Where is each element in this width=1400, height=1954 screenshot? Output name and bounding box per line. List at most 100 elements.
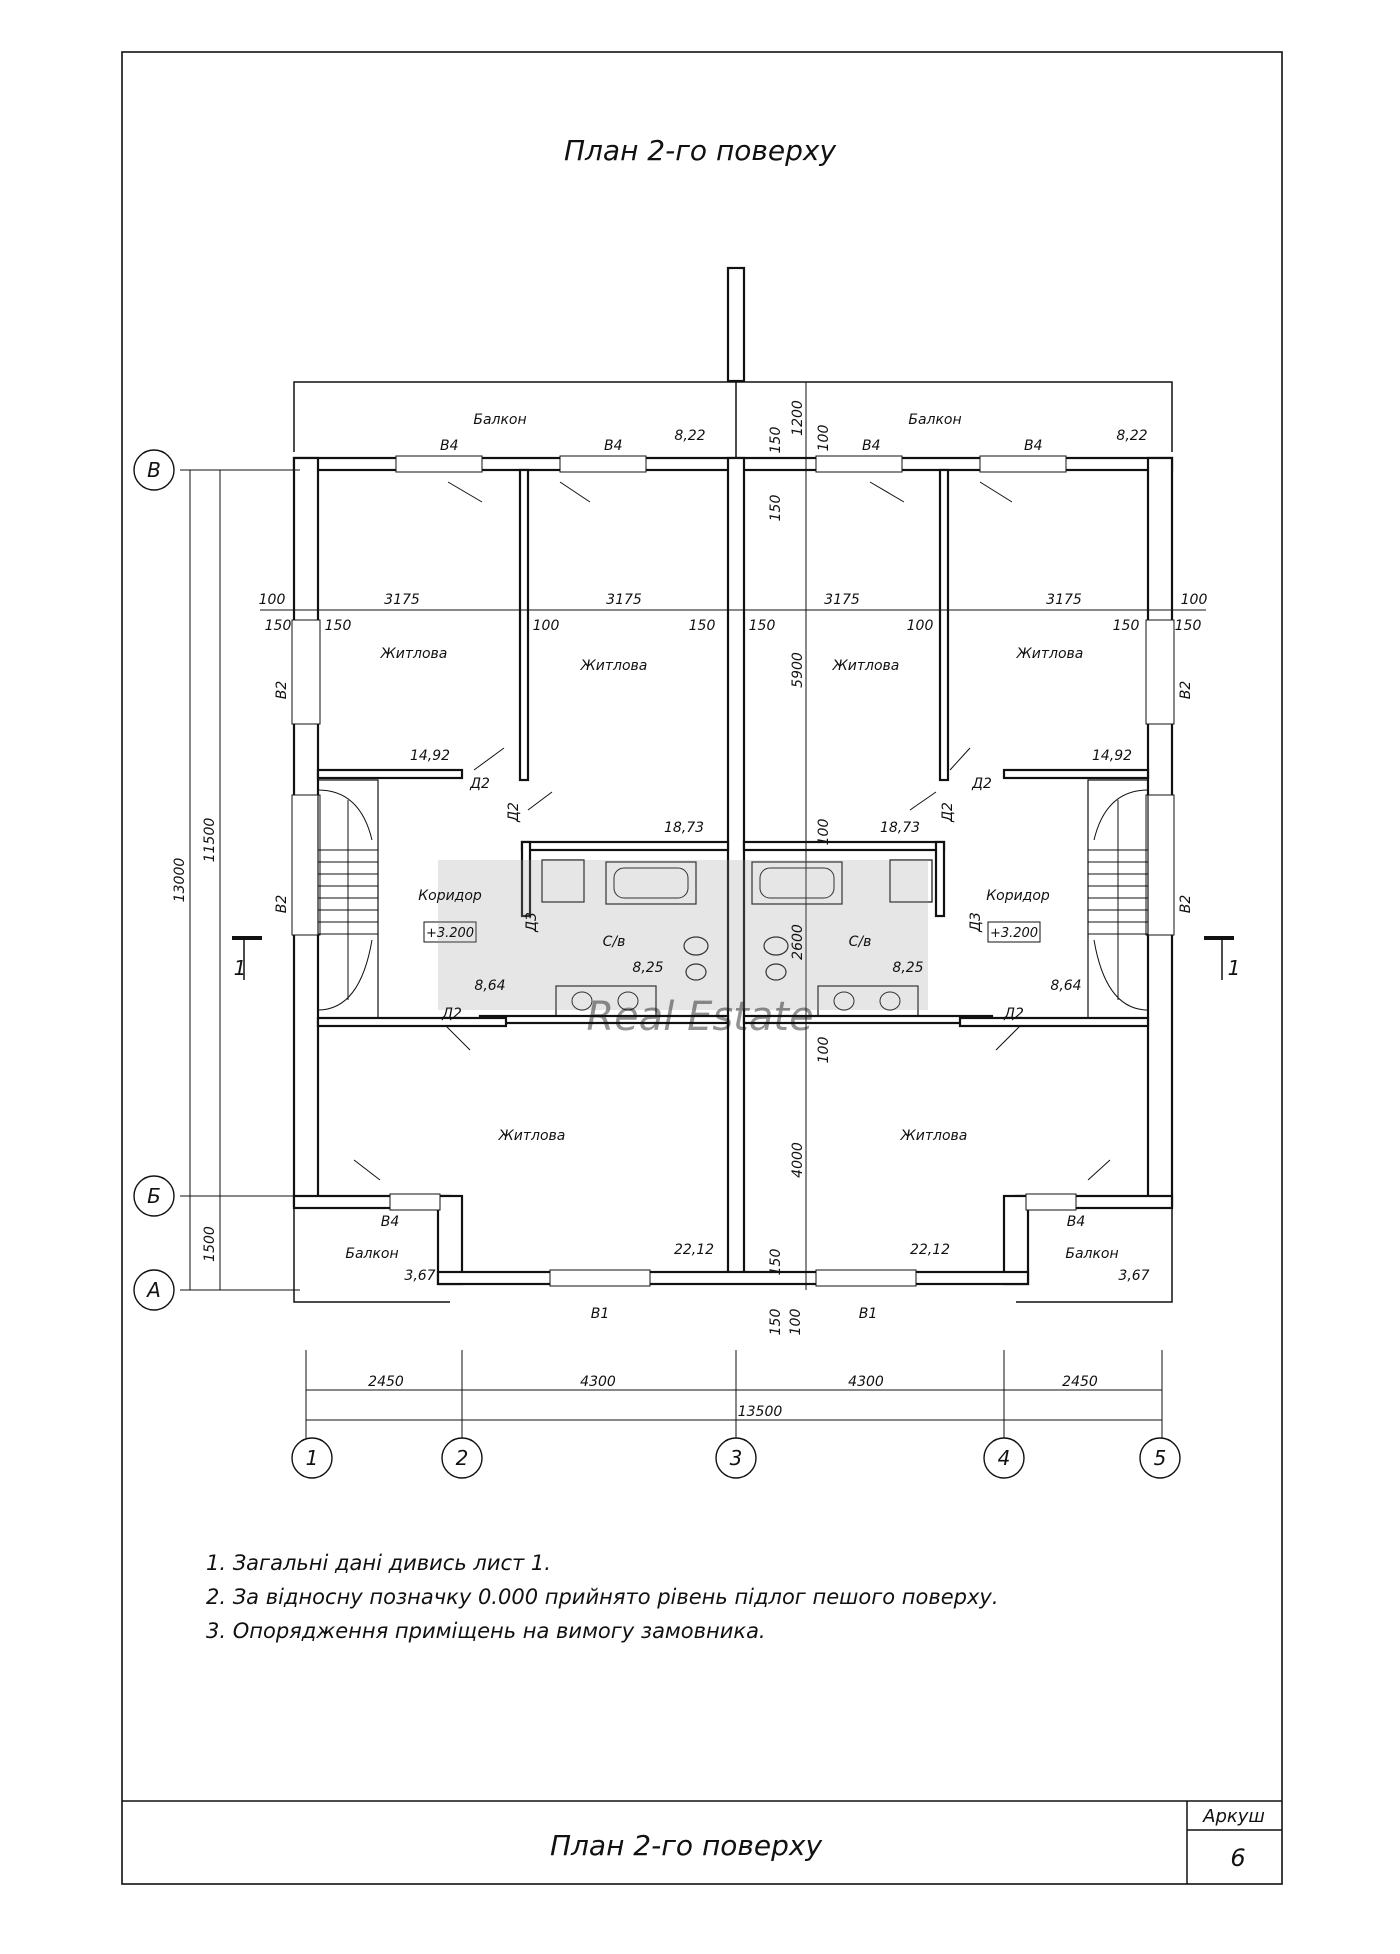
partition-lower-left — [316, 1016, 508, 1028]
section-label-right: 1 — [1228, 956, 1241, 980]
label-corridor-right: Коридор — [986, 888, 1050, 904]
balcony-bottom-left — [293, 1208, 450, 1303]
label-balcony-bottom-right: Балкон — [1065, 1246, 1118, 1262]
label-living-2: Житлова — [580, 658, 648, 674]
dim-4300-right: 4300 — [848, 1374, 884, 1390]
dim-100-3: 100 — [533, 618, 560, 634]
stamp-sheet-number: 6 — [1230, 1844, 1245, 1872]
level-mark-box-left — [423, 921, 477, 943]
label-d2-3: Д2 — [441, 1006, 462, 1022]
dim-100-4: 100 — [907, 618, 934, 634]
window-b1-2 — [815, 1269, 917, 1287]
dim-100-v4: 100 — [788, 1309, 804, 1336]
area-1492-left: 14,92 — [410, 748, 450, 764]
dim-13500: 13500 — [738, 1404, 783, 1420]
axis-bubble-b — [133, 1175, 175, 1217]
balc-right-side — [1002, 1194, 1030, 1286]
label-bath-right: С/в — [849, 934, 872, 950]
label-b4-3: В4 — [862, 438, 881, 454]
dim-100-v2: 100 — [816, 819, 832, 846]
label-d2-4: Д2 — [1003, 1006, 1024, 1022]
dim-5900: 5900 — [790, 652, 806, 688]
label-b2-e1: В2 — [1178, 681, 1194, 700]
toilet-right — [763, 936, 789, 956]
window-b2-e2 — [1145, 794, 1175, 936]
note-2: 2. За відносну позначку 0.000 прийнято р… — [206, 1585, 999, 1609]
dim-150-1: 150 — [265, 618, 292, 634]
area-1873-left: 18,73 — [664, 820, 704, 836]
area-2212-right: 22,12 — [910, 1242, 950, 1258]
dim-11500: 11500 — [202, 818, 218, 863]
partition-right — [938, 468, 950, 782]
note-3: 3. Опорядження приміщень на вимогу замов… — [206, 1619, 766, 1643]
sink-right — [817, 985, 919, 1017]
label-d3-1: Д3 — [524, 912, 540, 933]
axis-label-3: 3 — [730, 1446, 743, 1470]
dim-100-v3: 100 — [816, 1037, 832, 1064]
window-b2-w2 — [291, 794, 321, 936]
window-b4-5 — [389, 1193, 441, 1211]
label-b2-e2: В2 — [1178, 895, 1194, 914]
axis-label-2: 2 — [456, 1446, 469, 1470]
label-b1-2: В1 — [859, 1306, 878, 1322]
axis-bubble-1 — [291, 1437, 333, 1479]
label-b1-1: В1 — [591, 1306, 610, 1322]
area-2212-left: 22,12 — [674, 1242, 714, 1258]
shower-left — [541, 859, 585, 903]
dim-4000: 4000 — [790, 1142, 806, 1178]
window-b2-w1 — [291, 619, 321, 725]
axis-label-4: 4 — [998, 1446, 1011, 1470]
dim-2600: 2600 — [790, 924, 806, 960]
label-d2-2: Д2 — [971, 776, 992, 792]
balc-left-side — [436, 1194, 464, 1286]
label-balcony-top-left: Балкон — [473, 412, 526, 428]
label-b2-w2: В2 — [274, 895, 290, 914]
label-b4-4: В4 — [1024, 438, 1043, 454]
chimney — [726, 266, 746, 383]
dim-150-v4: 150 — [768, 1309, 784, 1336]
label-b4-1: В4 — [440, 438, 459, 454]
balcony-bottom-right — [1016, 1208, 1173, 1303]
label-b4-6: В4 — [1067, 1214, 1086, 1230]
label-b2-w1: В2 — [274, 681, 290, 700]
dim-150-5: 150 — [1113, 618, 1140, 634]
window-b4-3 — [815, 455, 903, 473]
stair-left — [317, 779, 379, 1019]
bath-wall-left-top — [520, 840, 730, 852]
stamp-title: План 2-го поверху — [550, 1829, 822, 1862]
axis-bubble-v — [133, 449, 175, 491]
dim-100-v1: 100 — [816, 425, 832, 452]
area-864-right: 8,64 — [1050, 978, 1081, 994]
bathtub-left — [605, 861, 697, 905]
dim-150-3: 150 — [689, 618, 716, 634]
level-mark-box-right — [987, 921, 1041, 943]
label-living-5: Житлова — [498, 1128, 566, 1144]
area-864-left: 8,64 — [474, 978, 505, 994]
dim-1500: 1500 — [202, 1226, 218, 1262]
label-d2-1: Д2 — [469, 776, 490, 792]
label-b4-2: В4 — [604, 438, 623, 454]
window-b1-1 — [549, 1269, 651, 1287]
window-b2-e1 — [1145, 619, 1175, 725]
area-367-right: 3,67 — [1118, 1268, 1149, 1284]
window-b4-6 — [1025, 1193, 1077, 1211]
axis-bubble-a — [133, 1269, 175, 1311]
dim-2450-left: 2450 — [368, 1374, 404, 1390]
dim-100-1: 100 — [259, 592, 286, 608]
partition-h-left — [316, 768, 464, 780]
note-1: 1. Загальні дані дивись лист 1. — [206, 1551, 551, 1575]
partition-lower-right — [958, 1016, 1150, 1028]
bathtub-right — [751, 861, 843, 905]
dim-2450-right: 2450 — [1062, 1374, 1098, 1390]
stair-right — [1087, 779, 1149, 1019]
label-living-6: Житлова — [900, 1128, 968, 1144]
area-822-right: 8,22 — [1116, 428, 1147, 444]
sheet-frame — [121, 51, 1283, 1885]
dim-3175-1: 3175 — [384, 592, 420, 608]
dim-3175-3: 3175 — [824, 592, 860, 608]
window-b4-1 — [395, 455, 483, 473]
area-822-left: 8,22 — [674, 428, 705, 444]
dim-150-6: 150 — [1175, 618, 1202, 634]
partition-left — [518, 468, 530, 782]
level-mark-left: +3.200 — [426, 926, 474, 941]
